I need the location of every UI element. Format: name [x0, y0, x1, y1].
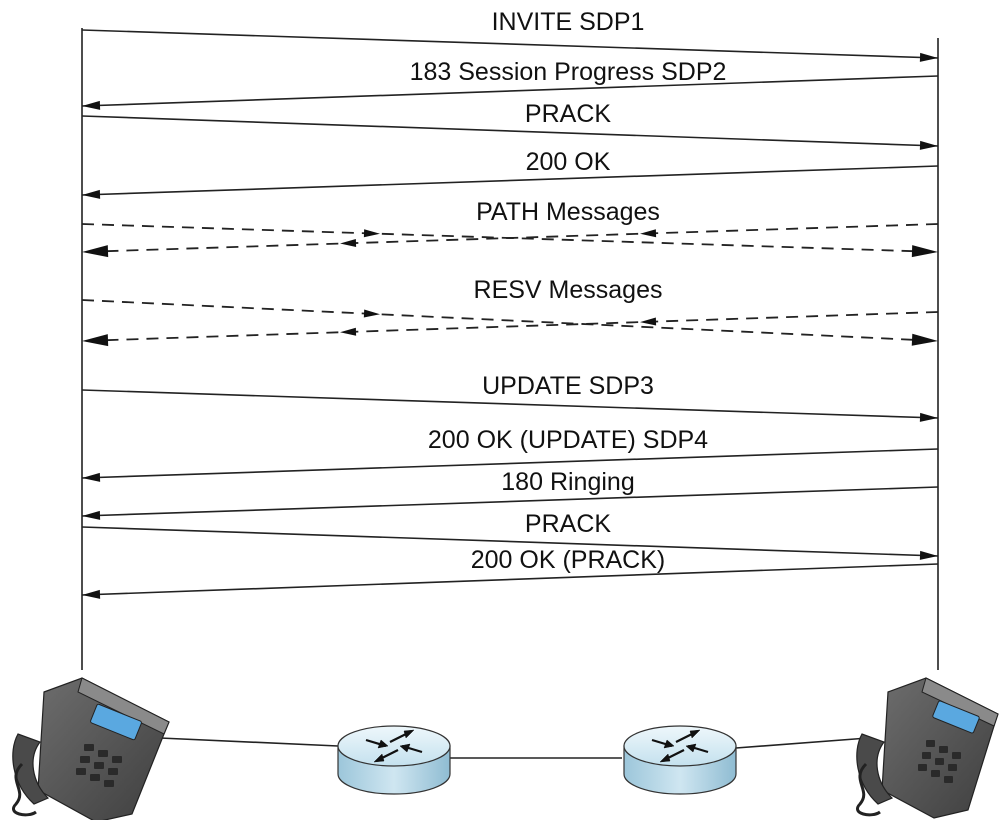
message-label: 200 OK — [526, 148, 611, 176]
message-arrow: 183 Session Progress SDP2 — [81, 58, 939, 110]
message-arrow: PRACK — [81, 100, 939, 150]
message-arrow: INVITE SDP1 — [81, 8, 939, 62]
arrow-head — [82, 510, 101, 520]
message-arrow: UPDATE SDP3 — [81, 372, 939, 422]
arrow-line — [81, 448, 939, 479]
arrow-line — [81, 389, 939, 419]
message-arrow: 180 Ringing — [81, 468, 939, 520]
dashed-arrow-line — [81, 223, 939, 253]
router-icon — [337, 725, 451, 795]
arrow-head — [640, 317, 657, 326]
message-label: PATH Messages — [476, 198, 660, 226]
message-label: UPDATE SDP3 — [482, 372, 654, 400]
arrow-line — [81, 75, 939, 107]
message-arrow: 200 OK (PRACK) — [81, 546, 939, 599]
arrow-head — [911, 245, 938, 258]
dashed-arrow-line — [81, 299, 939, 342]
arrow-line — [81, 563, 939, 596]
message-arrow: 200 OK — [81, 148, 939, 199]
arrow-head — [919, 550, 938, 560]
message-label: 200 OK (PRACK) — [471, 546, 666, 574]
arrow-head — [82, 245, 109, 258]
arrow-head — [363, 229, 380, 238]
arrow-line — [81, 526, 939, 557]
dashed-arrow-line — [81, 311, 939, 342]
arrow-head — [82, 100, 101, 110]
arrow-head — [640, 229, 657, 238]
message-label: INVITE SDP1 — [492, 8, 645, 36]
arrow-head — [340, 239, 357, 248]
message-label: PRACK — [525, 510, 611, 538]
arrow-line — [81, 115, 939, 147]
arrow-head — [919, 412, 938, 422]
phone-icon — [856, 677, 999, 819]
message-label: RESV Messages — [474, 276, 663, 304]
router-icon — [623, 725, 737, 795]
message-sequence: INVITE SDP1 183 Session Progress SDP2PRAC… — [81, 8, 939, 599]
arrow-line — [81, 165, 939, 196]
message-label: PRACK — [525, 100, 611, 128]
phone-icon — [12, 677, 170, 820]
message-arrow: 200 OK (UPDATE) SDP4 — [81, 426, 939, 482]
message-label: 200 OK (UPDATE) SDP4 — [428, 426, 708, 454]
arrow-head — [82, 589, 101, 599]
arrow-head — [911, 333, 938, 346]
arrow-head — [82, 334, 109, 347]
message-arrow: PATH Messages — [81, 198, 939, 258]
message-arrow: PRACK — [81, 510, 939, 560]
arrow-head — [919, 52, 938, 62]
message-label: 183 Session Progress SDP2 — [410, 58, 727, 86]
message-label: 180 Ringing — [501, 468, 634, 496]
arrow-head — [340, 327, 357, 336]
arrow-head — [82, 189, 101, 199]
link-router-phone-right — [735, 737, 869, 749]
arrow-head — [82, 472, 101, 482]
message-arrow: RESV Messages — [81, 276, 939, 347]
arrow-head — [363, 309, 380, 318]
arrow-line — [81, 29, 939, 59]
arrow-line — [81, 486, 939, 517]
arrow-head — [919, 140, 938, 150]
link-phone-router-left — [159, 737, 339, 747]
